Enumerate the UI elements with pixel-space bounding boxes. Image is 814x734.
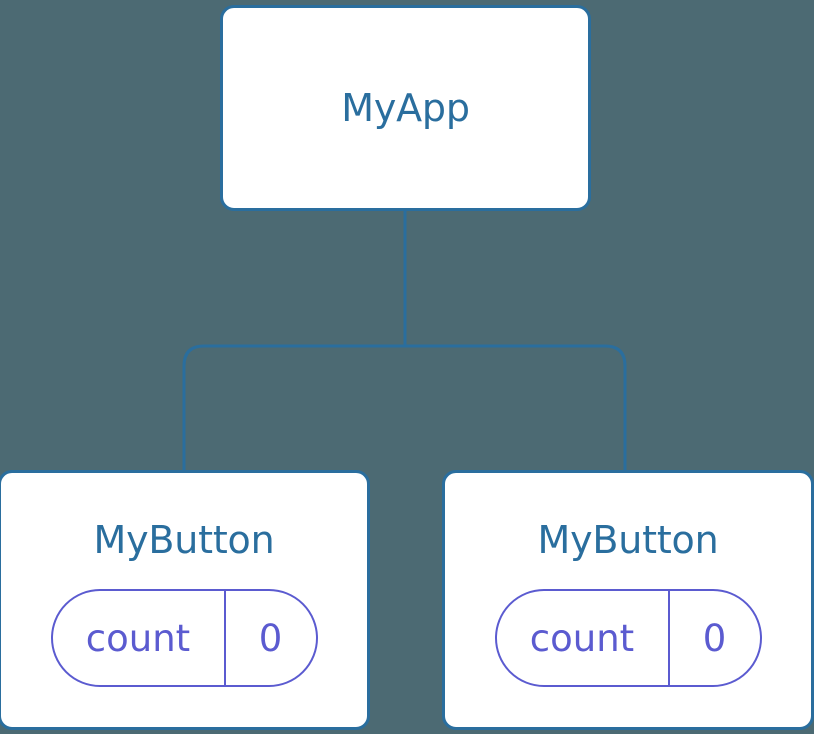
state-key-cell-left: count [53,591,226,685]
node-mybutton-right-title: MyButton [537,518,719,562]
node-myapp[interactable]: MyApp [220,5,591,211]
node-mybutton-left[interactable]: MyButton count 0 [0,470,370,730]
state-value-cell-left: 0 [226,591,316,685]
state-key-label-left: count [85,616,191,660]
node-mybutton-right[interactable]: MyButton count 0 [442,470,814,730]
state-value-label-left: 0 [258,616,283,660]
edge-branch-to-left-child [182,344,405,472]
state-value-cell-right: 0 [670,591,760,685]
node-mybutton-left-title: MyButton [93,518,275,562]
state-pill-left[interactable]: count 0 [50,589,318,687]
edge-branch-to-right-child [405,344,627,472]
state-pill-right[interactable]: count 0 [494,589,762,687]
state-value-label-right: 0 [702,616,727,660]
state-key-label-right: count [529,616,635,660]
node-myapp-title: MyApp [341,86,470,130]
state-key-cell-right: count [497,591,670,685]
